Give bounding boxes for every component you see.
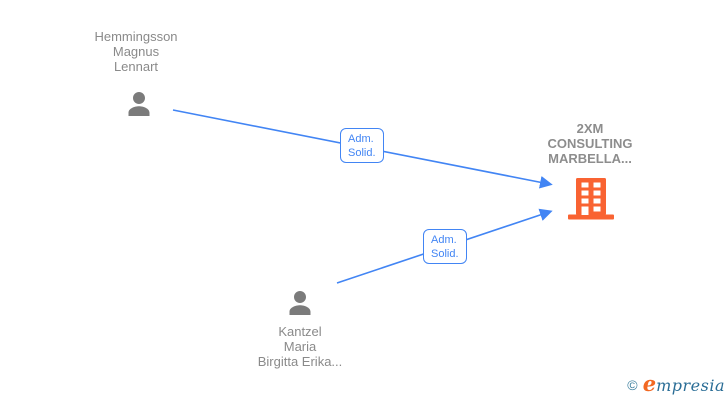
person1-node[interactable]: [121, 86, 157, 122]
building-icon: [568, 178, 614, 220]
edge-label-line: Adm.: [348, 133, 374, 145]
person-icon: [128, 92, 150, 116]
person1-name-line: Hemmingsson: [94, 29, 178, 44]
person-icon: [289, 291, 311, 315]
company-name-line: MARBELLA...: [548, 151, 632, 166]
person2-name-line: Birgitta Erika...: [257, 354, 343, 369]
company-node[interactable]: [567, 178, 615, 220]
person1-name-line: Magnus: [112, 44, 160, 59]
empresia-logo-text: mpresia: [656, 376, 725, 395]
edge-label-line: Adm.: [431, 234, 457, 246]
person1-name: Hemmingsson Magnus Lennart: [56, 29, 216, 74]
person2-name: Kantzel Maria Birgitta Erika...: [220, 324, 380, 369]
person2-name-line: Maria: [283, 339, 317, 354]
edge-label-adm-solid-1[interactable]: Adm. Solid.: [340, 128, 384, 163]
empresia-logo-initial: e: [642, 371, 657, 396]
edge-label-adm-solid-2[interactable]: Adm. Solid.: [423, 229, 467, 264]
edge-label-line: Solid.: [431, 248, 459, 260]
copyright-icon: ©: [627, 377, 638, 393]
person2-node[interactable]: [282, 285, 318, 321]
person1-name-line: Lennart: [113, 59, 159, 74]
company-name: 2XM CONSULTING MARBELLA...: [509, 121, 671, 166]
company-name-line: CONSULTING: [547, 136, 633, 151]
company-name-line: 2XM: [576, 121, 604, 136]
edge-label-line: Solid.: [348, 147, 376, 159]
empresia-logo[interactable]: © empresia: [627, 371, 725, 396]
person2-name-line: Kantzel: [278, 324, 322, 339]
